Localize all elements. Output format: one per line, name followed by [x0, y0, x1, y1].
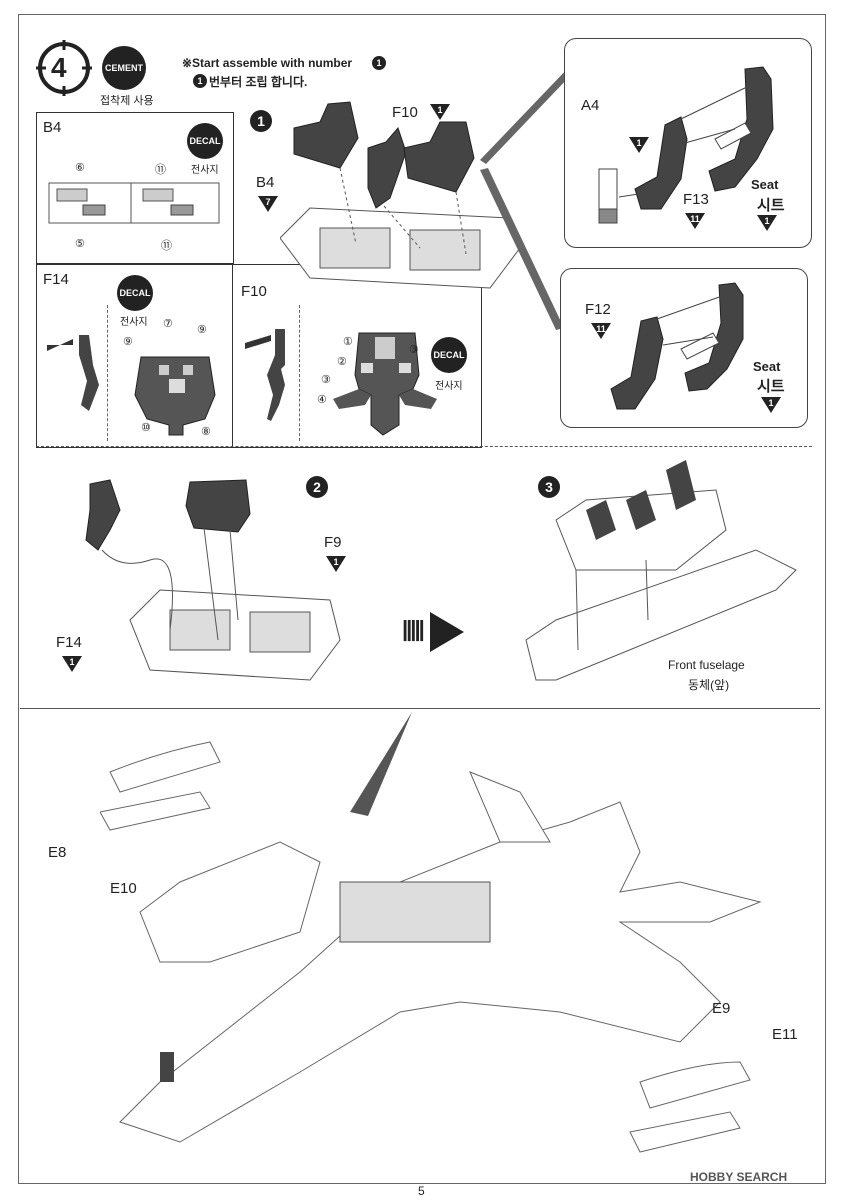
f10-mark-2: ② [337, 356, 347, 368]
seat-detail-box-mid: F12 11 Seat 시트 1 [560, 268, 808, 428]
f14-qty-tri: 1 [62, 656, 82, 672]
e11-label: E11 [772, 1026, 798, 1043]
b4-label: B4 [256, 174, 275, 191]
decal-icon: DECAL [431, 337, 467, 373]
f10-box-title: F10 [241, 283, 267, 300]
e8-label: E8 [48, 844, 67, 861]
f10-mark-5: ④ [317, 394, 327, 406]
page-frame [18, 14, 826, 1184]
b4-mark-1: ⑥ [75, 162, 85, 174]
watermark: HOBBY SEARCH [690, 1170, 788, 1184]
aircraft-drawing [100, 712, 762, 1153]
step3-drawing [525, 460, 797, 681]
b4-mark-4: ⑪ [161, 240, 172, 252]
b4-mark-3: ⑤ [75, 238, 85, 250]
f10-mark-1: ① [343, 336, 353, 348]
step-number-badge [36, 40, 92, 96]
cement-caption: 접착제 사용 [100, 95, 154, 107]
f14-box-title: F14 [43, 271, 69, 288]
f14-mark-1: ⑦ [163, 318, 173, 330]
step-number: 4 [51, 52, 67, 83]
f14-mark-5: ⑧ [201, 426, 211, 438]
seat-detail-box-top: A4 1 F13 11 Seat 시트 1 [564, 38, 812, 248]
decal-caption: 전사지 [435, 381, 463, 392]
substep-1-marker: 1 [250, 110, 272, 132]
f14-decal-box: F14 DECAL 전사지 ⑦ ⑨ ⑨ ⑩ ⑧ [36, 264, 234, 448]
cement-icon: CEMENT [102, 46, 146, 90]
b4-decal-box: B4 DECAL 전사지 ⑥ ⑪ ⑤ ⑪ [36, 112, 234, 264]
seat-top-kr: 시트 [757, 197, 785, 214]
f13-label: F13 [683, 191, 709, 208]
f10-label: F10 [392, 104, 418, 121]
start-note-en: ※Start assemble with number [182, 56, 353, 70]
section-divider-2 [20, 708, 820, 709]
section-divider [36, 446, 812, 447]
front-fuselage-en: Front fuselage [668, 658, 745, 672]
seat-mid-qty-tri: 1 [761, 397, 781, 413]
f10-mark-3: ③ [409, 344, 419, 356]
seat-mid-kr: 시트 [757, 378, 785, 395]
start-note-ref-kr: 1 [193, 74, 207, 88]
step2-drawing [85, 479, 341, 681]
decal-caption: 전사지 [120, 317, 148, 328]
substep-3-marker: 3 [538, 476, 560, 498]
seat-top-qty-tri: 1 [757, 215, 777, 231]
b4-mark-2: ⑪ [155, 164, 166, 176]
f13-qty-tri: 11 [685, 213, 705, 229]
start-note-ref: 1 [372, 56, 386, 70]
seat-assembly-drawing [598, 66, 774, 224]
decal-icon: DECAL [187, 123, 223, 159]
arrow-dashes: ||||| [402, 616, 425, 641]
a4-label: A4 [581, 97, 600, 114]
seat-mid-drawing [610, 282, 744, 410]
e10-label: E10 [110, 880, 137, 897]
f9-label: F9 [324, 534, 342, 551]
pointer-lines [480, 66, 570, 330]
f10-side-drawing [245, 329, 285, 421]
f10-qty-tri: 1 [430, 104, 450, 120]
seat-top-en: Seat [751, 177, 779, 192]
seat-mid-en: Seat [753, 359, 781, 374]
start-note-kr: 번부터 조립 합니다. [209, 75, 308, 89]
f14-mark-4: ⑩ [141, 422, 151, 434]
decal-icon: DECAL [117, 275, 153, 311]
f14-mark-2: ⑨ [123, 336, 133, 348]
b4-qty-tri: 7 [258, 196, 278, 212]
f10-mark-4: ③ [321, 374, 331, 386]
f14-front-drawing [134, 356, 216, 436]
f10-decal-box: F10 DECAL 전사지 ① ② ③ ③ ④ [232, 264, 482, 448]
page-number: 5 [418, 1184, 425, 1198]
next-arrow-icon [430, 612, 464, 652]
a4-qty-tri: 1 [629, 137, 649, 153]
f12-qty-tri: 11 [591, 323, 611, 339]
b4-part-drawing [48, 182, 220, 224]
front-fuselage-kr: 동체(앞) [688, 678, 730, 692]
f10-front-drawing [333, 332, 437, 436]
b4-box-title: B4 [43, 119, 62, 136]
f14-mark-3: ⑨ [197, 324, 207, 336]
substep-2-marker: 2 [306, 476, 328, 498]
e9-label: E9 [712, 1000, 731, 1017]
f9-qty-tri: 1 [326, 556, 346, 572]
decal-caption: 전사지 [191, 165, 219, 176]
f14-side-drawing [47, 335, 99, 411]
f12-label: F12 [585, 301, 611, 318]
step1-drawing [280, 101, 521, 289]
f14-label: F14 [56, 634, 82, 651]
